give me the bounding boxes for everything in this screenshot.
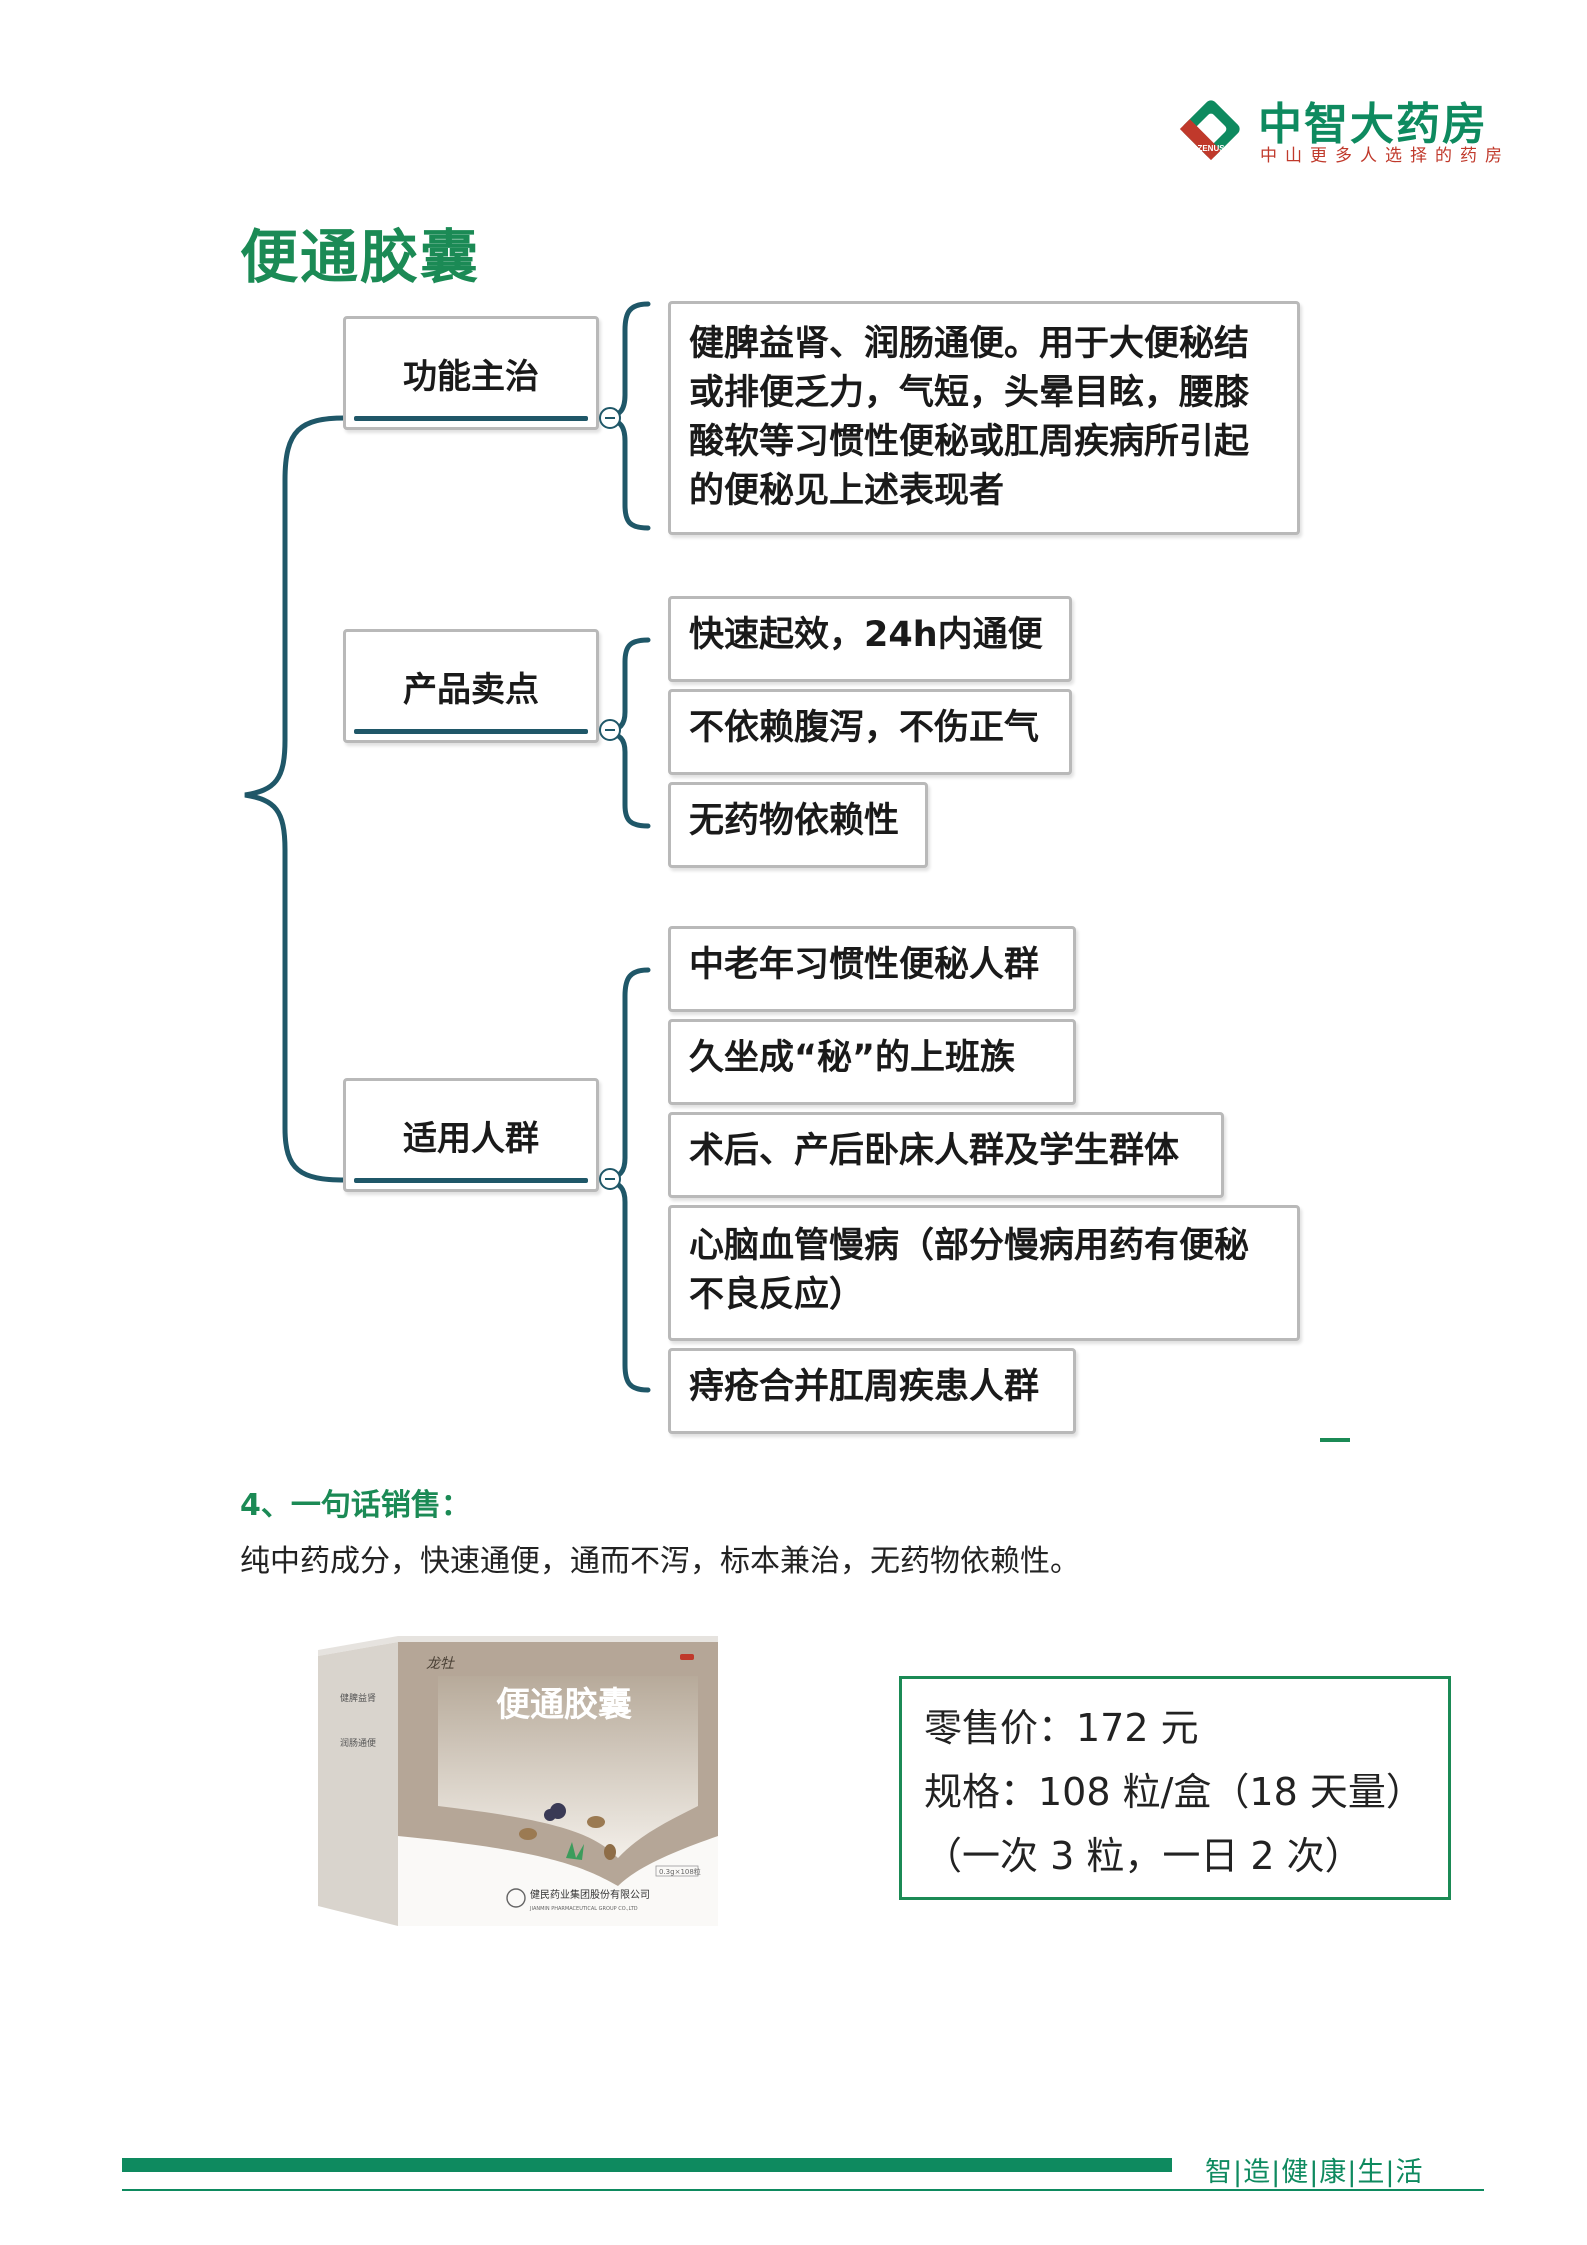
- collapse-toggle-icon[interactable]: [599, 407, 621, 429]
- leaf-selling-point: 快速起效，24h内通便: [668, 596, 1072, 682]
- box-side-label: 健脾益肾: [340, 1692, 376, 1704]
- category-label: 适用人群: [403, 1119, 539, 1159]
- footer-bar: [122, 2158, 1172, 2172]
- trailing-marker: [1320, 1438, 1350, 1442]
- pharmacy-logo-icon: ZENUS: [1179, 100, 1240, 161]
- leaf-selling-point: 不依赖腹泻，不伤正气: [668, 689, 1072, 775]
- category-function-indication: 功能主治: [343, 316, 599, 430]
- category-underline: [354, 1178, 588, 1183]
- leaf-function-text: 健脾益肾、润肠通便。用于大便秘结 或排便乏力，气短，头晕目眩，腰膝 酸软等习惯性…: [668, 301, 1300, 535]
- box-spec-tag: 0.3g×108粒: [659, 1867, 701, 1876]
- category-target-groups: 适用人群: [343, 1078, 599, 1192]
- dosage-info: （一次 3 粒，一日 2 次）: [924, 1834, 1363, 1878]
- leaf-target-group: 痔疮合并肛周疾患人群: [668, 1348, 1076, 1434]
- price-panel: 零售价：172 元 规格：108 粒/盒（18 天量） （一次 3 粒，一日 2…: [899, 1676, 1451, 1900]
- leaf-selling-point: 无药物依赖性: [668, 782, 928, 868]
- collapse-toggle-icon[interactable]: [599, 1168, 621, 1190]
- leaf-target-group: 中老年习惯性便秘人群: [668, 926, 1076, 1012]
- collapse-toggle-icon[interactable]: [599, 719, 621, 741]
- leaf-target-group: 心脑血管慢病（部分慢病用药有便秘 不良反应）: [668, 1205, 1300, 1341]
- footer-rule: [122, 2189, 1484, 2191]
- category-label: 功能主治: [403, 357, 539, 397]
- brand-name: 中智大药房: [1258, 99, 1488, 150]
- box-side-label: 润肠通便: [340, 1737, 376, 1749]
- box-company: 健民药业集团股份有限公司: [530, 1888, 650, 1901]
- sales-pitch-text: 纯中药成分，快速通便，通而不泻，标本兼治，无药物依赖性。: [240, 1544, 1080, 1579]
- leaf-target-group: 术后、产后卧床人群及学生群体: [668, 1112, 1224, 1198]
- logo-badge-text: ZENUS: [1197, 144, 1225, 153]
- box-brand: 龙牡: [426, 1656, 455, 1672]
- category-underline: [354, 416, 588, 421]
- box-company-en: JIANMIN PHARMACEUTICAL GROUP CO.,LTD: [529, 1906, 638, 1912]
- leaf-target-group: 久坐成“秘”的上班族: [668, 1019, 1076, 1105]
- category-selling-points: 产品卖点: [343, 629, 599, 743]
- footer-tagline: 智|造|健|康|生|活: [1205, 2157, 1424, 2188]
- page-title: 便通胶囊: [240, 223, 481, 291]
- box-product-name: 便通胶囊: [496, 1685, 632, 1725]
- category-underline: [354, 729, 588, 734]
- brand-slogan: 中山更多人选择的药房: [1260, 146, 1510, 166]
- retail-price: 零售价：172 元: [924, 1706, 1199, 1750]
- package-spec: 规格：108 粒/盒（18 天量）: [924, 1770, 1424, 1814]
- category-label: 产品卖点: [403, 670, 539, 710]
- sales-pitch-heading: 4、一句话销售：: [240, 1488, 471, 1523]
- product-box-image: 健脾益肾 润肠通便 龙牡 便通胶囊 0.3g×108粒 健民药业集团股份有限公司…: [318, 1636, 718, 1926]
